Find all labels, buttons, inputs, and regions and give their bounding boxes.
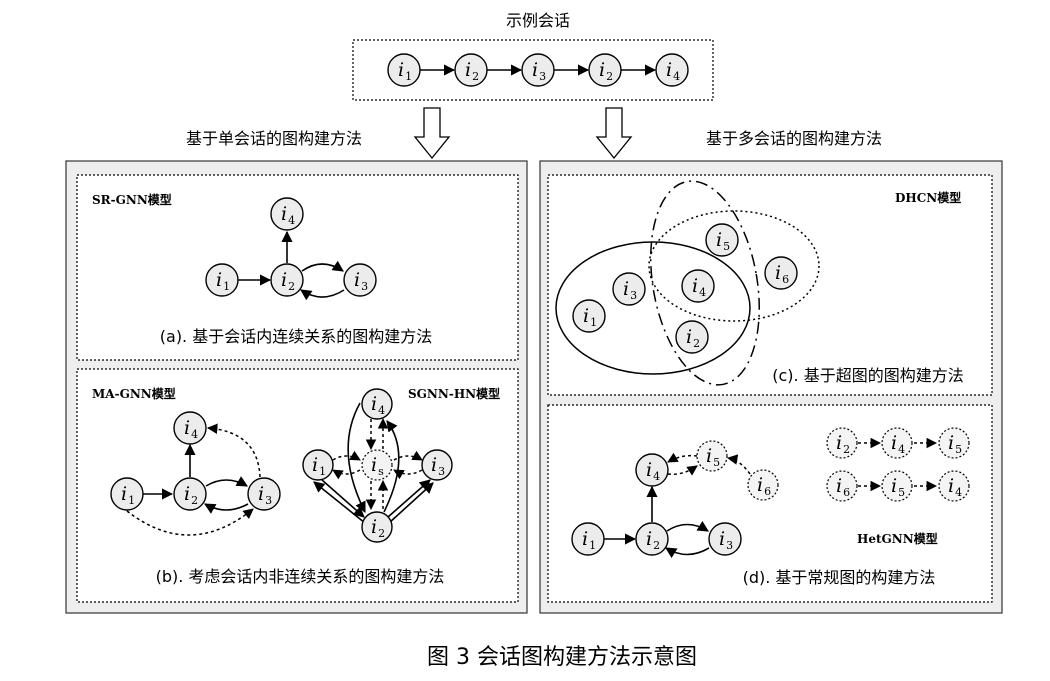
item-node-circle bbox=[764, 256, 798, 290]
item-node-n4: i4 bbox=[361, 388, 393, 420]
item-node-circle bbox=[173, 411, 207, 445]
item-node-ns: is bbox=[361, 449, 393, 481]
panel-d-caption: (d). 基于常规图的构建方法 bbox=[743, 568, 936, 587]
item-node-n6: i6 bbox=[764, 256, 798, 290]
item-node-n3: i3 bbox=[343, 263, 377, 297]
item-node-circle bbox=[361, 449, 393, 481]
hyperedge-dotted bbox=[648, 210, 820, 322]
panel-c-model-label: DHCN模型 bbox=[895, 190, 961, 205]
item-node-n4: i4 bbox=[681, 269, 715, 303]
item-node-n2: i2 bbox=[826, 427, 858, 459]
item-node-circle bbox=[571, 522, 605, 556]
item-node-circle bbox=[655, 53, 689, 87]
hyperedge-dashdot bbox=[650, 180, 760, 386]
item-node-n3: i3 bbox=[612, 272, 646, 306]
item-node-n2: i2 bbox=[635, 522, 669, 556]
example-session-box bbox=[352, 39, 714, 101]
item-node-n2: i2 bbox=[361, 511, 393, 543]
item-node-circle bbox=[635, 453, 669, 487]
item-node-n6: i6 bbox=[826, 470, 858, 502]
item-node-circle bbox=[635, 522, 669, 556]
item-node-n2: i2 bbox=[173, 477, 207, 511]
item-node-circle bbox=[454, 53, 488, 87]
item-node-circle bbox=[387, 53, 421, 87]
item-node-circle bbox=[572, 299, 606, 333]
item-node-n1: i1 bbox=[572, 299, 606, 333]
item-node-n4: i4 bbox=[173, 411, 207, 445]
panel-d-box bbox=[547, 404, 993, 603]
panel-b-caption: (b). 考虑会话内非连续关系的图构建方法 bbox=[156, 567, 445, 586]
item-node-circle bbox=[361, 388, 393, 420]
item-node-n3: i3 bbox=[521, 53, 555, 87]
item-node-n4: i4 bbox=[881, 427, 913, 459]
item-node-circle bbox=[270, 197, 304, 231]
panel-c-caption: (c). 基于超图的图构建方法 bbox=[772, 366, 963, 385]
item-node-n1: i1 bbox=[387, 53, 421, 87]
panel-b-model-label-right: SGNN-HN模型 bbox=[408, 386, 500, 401]
item-node-n1: i1 bbox=[302, 449, 334, 481]
item-node-n5: i5 bbox=[705, 223, 739, 257]
item-node-circle bbox=[173, 477, 207, 511]
item-node-circle bbox=[110, 477, 144, 511]
item-node-n4: i4 bbox=[655, 53, 689, 87]
item-node-circle bbox=[675, 320, 709, 354]
item-node-n3: i3 bbox=[708, 522, 742, 556]
item-node-n2: i2 bbox=[454, 53, 488, 87]
item-node-circle bbox=[302, 449, 334, 481]
item-node-n5: i5 bbox=[938, 427, 970, 459]
item-node-n5: i5 bbox=[881, 470, 913, 502]
item-node-n2: i2 bbox=[675, 320, 709, 354]
item-node-n4: i4 bbox=[635, 453, 669, 487]
figure-caption: 图 3 会话图构建方法示意图 bbox=[427, 645, 697, 670]
item-node-n1: i1 bbox=[571, 522, 605, 556]
item-node-n6: i6 bbox=[747, 469, 779, 501]
item-node-circle bbox=[708, 522, 742, 556]
item-node-n5: i5 bbox=[696, 440, 728, 472]
left-column-heading: 基于单会话的图构建方法 bbox=[186, 129, 362, 148]
item-node-circle bbox=[705, 223, 739, 257]
item-node-n2: i2 bbox=[588, 53, 622, 87]
item-node-n1: i1 bbox=[110, 477, 144, 511]
example-session-title: 示例会话 bbox=[506, 11, 570, 30]
item-node-circle bbox=[747, 469, 779, 501]
item-node-circle bbox=[270, 263, 304, 297]
panel-a-model-label: SR-GNN模型 bbox=[92, 192, 172, 207]
panel-d-model-label: HetGNN模型 bbox=[857, 531, 938, 546]
item-node-n1: i1 bbox=[205, 263, 239, 297]
item-node-n3: i3 bbox=[247, 477, 281, 511]
item-node-circle bbox=[361, 511, 393, 543]
item-node-circle bbox=[421, 449, 453, 481]
item-node-n2: i2 bbox=[270, 263, 304, 297]
item-node-circle bbox=[826, 427, 858, 459]
item-node-circle bbox=[938, 470, 970, 502]
item-node-circle bbox=[696, 440, 728, 472]
item-node-circle bbox=[521, 53, 555, 87]
right-column-heading: 基于多会话的图构建方法 bbox=[706, 129, 882, 148]
hyperedge-solid bbox=[555, 241, 751, 375]
item-node-circle bbox=[247, 477, 281, 511]
item-node-n3: i3 bbox=[421, 449, 453, 481]
item-node-circle bbox=[881, 427, 913, 459]
down-arrow-icon-right bbox=[595, 107, 633, 160]
item-node-circle bbox=[938, 427, 970, 459]
item-node-circle bbox=[588, 53, 622, 87]
panel-b-box bbox=[76, 368, 519, 603]
item-node-circle bbox=[681, 269, 715, 303]
panel-b-model-label-left: MA-GNN模型 bbox=[92, 386, 176, 401]
item-node-n4: i4 bbox=[270, 197, 304, 231]
item-node-circle bbox=[343, 263, 377, 297]
item-node-circle bbox=[826, 470, 858, 502]
panel-a-caption: (a). 基于会话内连续关系的图构建方法 bbox=[160, 327, 432, 346]
down-arrow-icon-left bbox=[413, 107, 451, 160]
item-node-circle bbox=[612, 272, 646, 306]
item-node-n4: i4 bbox=[938, 470, 970, 502]
item-node-circle bbox=[205, 263, 239, 297]
item-node-circle bbox=[881, 470, 913, 502]
